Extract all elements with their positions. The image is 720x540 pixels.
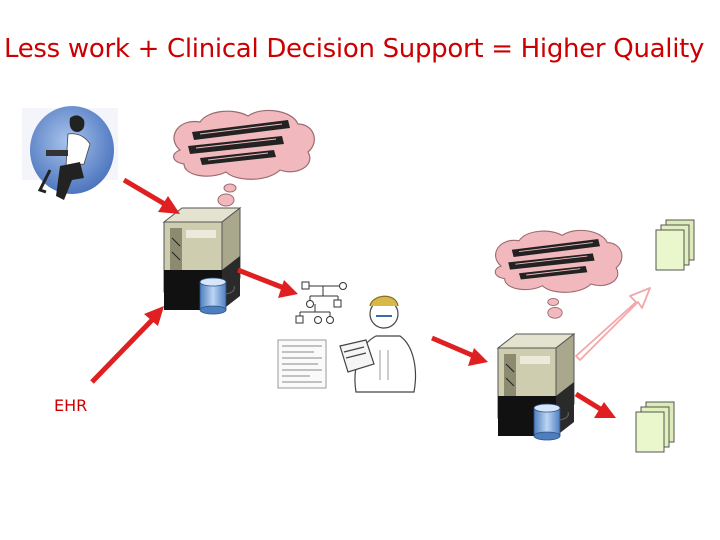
thought-cloud-guidelines-icon: [494, 229, 623, 319]
arrow-clinician-to-server: [431, 335, 488, 366]
page-title: Less work + Clinical Decision Support = …: [4, 34, 705, 64]
arrow-ehr-to-server: [90, 306, 164, 384]
thought-cloud-guidelines-icon: [172, 109, 315, 207]
person-at-laptop-icon: [22, 106, 118, 200]
document-stack-icon: [655, 219, 695, 271]
arrow-server-to-documents: [574, 391, 616, 418]
clinician-reading-icon: [339, 295, 417, 393]
paper-form-icon: [277, 339, 327, 389]
server-with-database-icon: [497, 333, 575, 441]
arrow-server-to-documents-outline: [575, 287, 651, 361]
arrow-user-to-server: [122, 177, 180, 214]
arrow-server-to-clinician: [237, 267, 298, 298]
family-pedigree-icon: [295, 281, 347, 324]
server-with-database-icon: [163, 207, 241, 315]
ehr-label: EHR: [54, 396, 88, 415]
document-stack-icon: [635, 401, 675, 453]
